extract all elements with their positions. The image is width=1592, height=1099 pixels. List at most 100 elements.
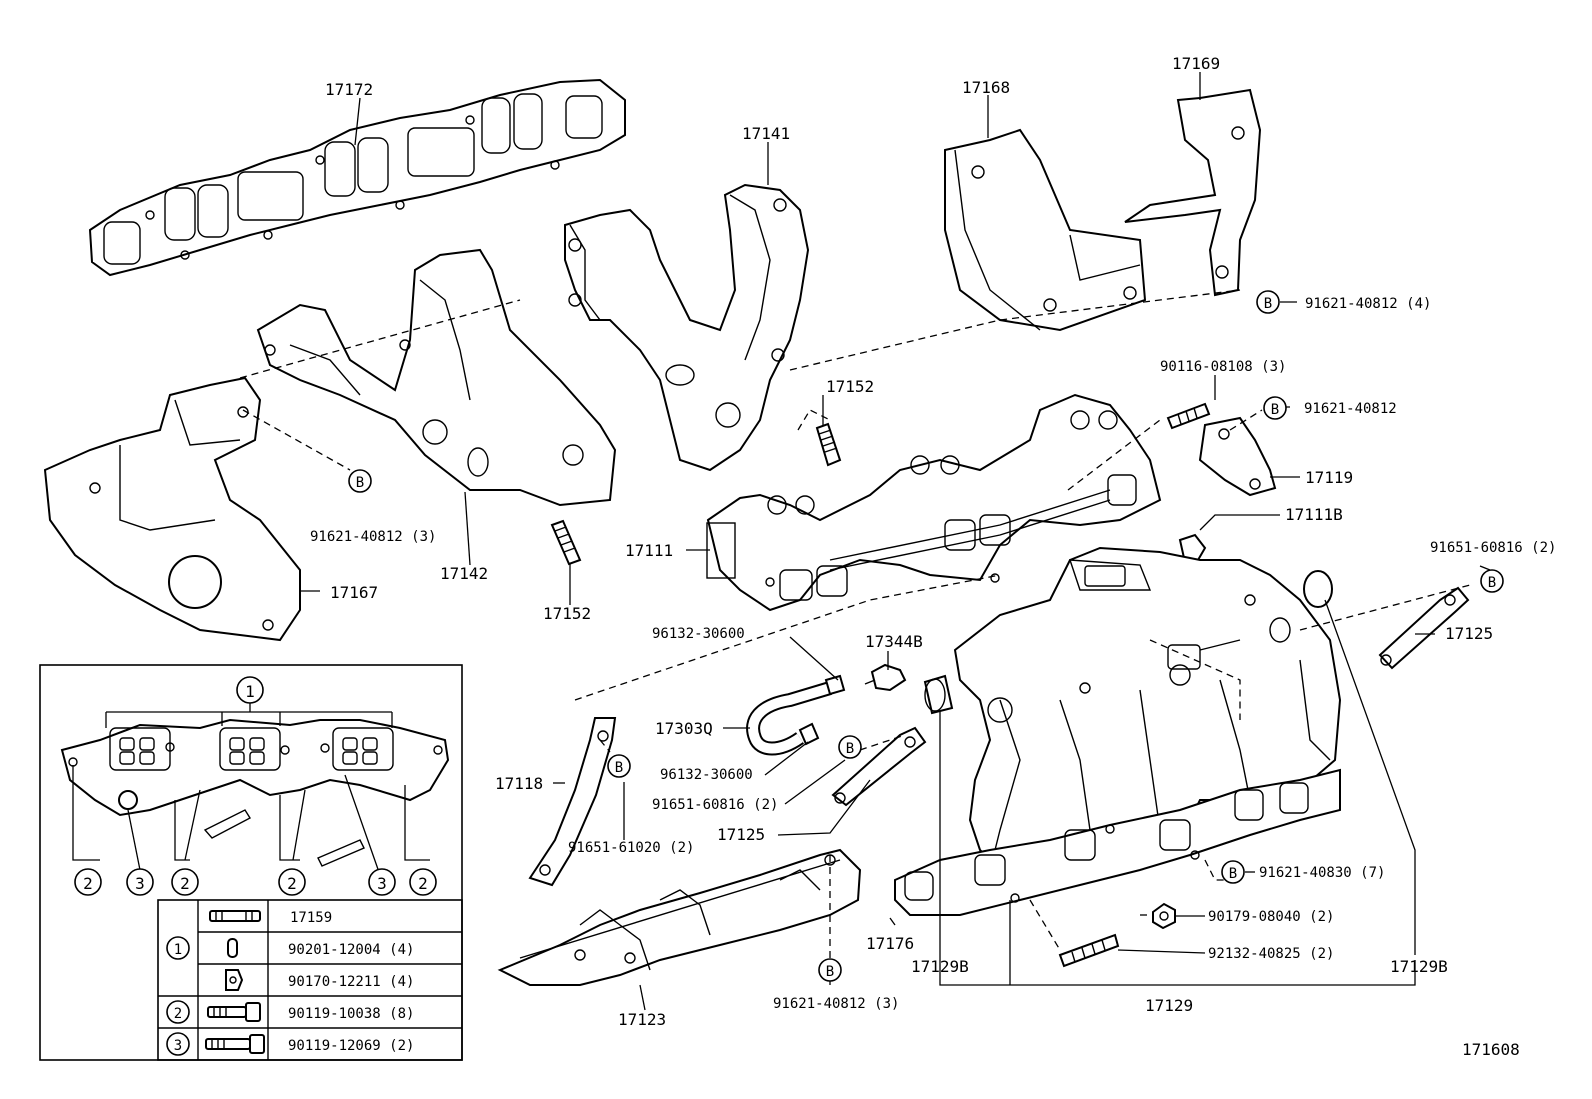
table-group-2-marker: 2 <box>166 1000 190 1024</box>
label-17176: 17176 <box>866 934 914 953</box>
inset-marker-1: 1 <box>236 676 264 704</box>
label-17119: 17119 <box>1305 468 1353 487</box>
table-part: 17159 <box>290 910 332 926</box>
label-17111B: 17111B <box>1285 505 1343 524</box>
label-17125-center: 17125 <box>717 825 765 844</box>
label-91621-40812-3-left: 91621-40812 (3) <box>310 529 436 545</box>
gasket-17172-drawing <box>88 78 626 277</box>
bracket-17119-drawing <box>1198 416 1277 497</box>
label-17152-upper: 17152 <box>826 377 874 396</box>
label-17129B-left: 17129B <box>911 957 969 976</box>
svg-text:3: 3 <box>174 1038 182 1054</box>
callout-b-circle: B <box>348 469 372 493</box>
svg-text:2: 2 <box>180 874 190 893</box>
label-17141: 17141 <box>742 124 790 143</box>
label-17123: 17123 <box>618 1010 666 1029</box>
callout-b-circle: B <box>1256 290 1280 314</box>
stud-icon <box>209 910 261 922</box>
heat-insulator-17168-drawing <box>944 128 1147 332</box>
heat-insulator-17167-drawing <box>43 376 301 642</box>
label-91651-60816-2-center: 91651-60816 (2) <box>652 797 778 813</box>
label-90179-08040-2: 90179-08040 (2) <box>1208 909 1334 925</box>
label-17111: 17111 <box>625 541 673 560</box>
callout-b-circle: B <box>818 958 842 982</box>
diagram-id: 171608 <box>1462 1040 1520 1059</box>
inset-marker-2: 2 <box>409 868 437 896</box>
nut-17111B-drawing <box>1178 533 1207 562</box>
callout-b-circle: B <box>1263 396 1287 420</box>
svg-text:B: B <box>846 741 854 757</box>
label-96132-30600-lower: 96132-30600 <box>660 767 753 783</box>
svg-text:B: B <box>615 760 623 776</box>
bracket-17123-drawing <box>497 848 862 986</box>
table-part: 90119-10038 (8) <box>288 1006 414 1022</box>
leader-lines <box>300 72 1491 1011</box>
label-92132-40825-2: 92132-40825 (2) <box>1208 946 1334 962</box>
bolt-icon <box>207 1002 261 1022</box>
stay-17125-right-drawing <box>1378 586 1470 670</box>
inset-marker-2: 2 <box>171 868 199 896</box>
callout-b-circle: B <box>1221 860 1245 884</box>
bolt-long-icon <box>205 1034 265 1054</box>
label-17168: 17168 <box>962 78 1010 97</box>
label-96132-30600-upper: 96132-30600 <box>652 626 745 642</box>
label-17172: 17172 <box>325 80 373 99</box>
svg-text:B: B <box>1488 575 1496 591</box>
svg-text:B: B <box>1271 402 1279 418</box>
intake-runner-17111-drawing <box>706 393 1162 612</box>
dashed-reference-lines <box>239 289 1471 960</box>
table-part: 90170-12211 (4) <box>288 974 414 990</box>
label-17169: 17169 <box>1172 54 1220 73</box>
label-17129B-right: 17129B <box>1390 957 1448 976</box>
stud-17152-upper-drawing <box>815 422 842 467</box>
hose-17303Q-drawing <box>746 674 846 756</box>
intake-manifold-17129-drawing <box>894 546 1342 916</box>
label-91621-40830-7: 91621-40830 (7) <box>1259 865 1385 881</box>
label-17303Q: 17303Q <box>655 719 713 738</box>
svg-text:B: B <box>356 475 364 491</box>
svg-text:B: B <box>1264 296 1272 312</box>
stay-17118-drawing <box>528 717 617 887</box>
callout-b-circle: B <box>838 735 862 759</box>
callout-b-circle: B <box>607 754 631 778</box>
table-group-1-marker: 1 <box>166 936 190 960</box>
inset-marker-3: 3 <box>126 868 154 896</box>
union-17344B-drawing <box>864 663 907 692</box>
exhaust-manifold-17141-drawing <box>564 183 810 472</box>
inset-marker-3: 3 <box>368 868 396 896</box>
fastener-table: 1 2 3 <box>157 899 463 1061</box>
svg-text:1: 1 <box>245 682 255 701</box>
label-91621-40812: 91621-40812 <box>1304 401 1397 417</box>
table-group-3-marker: 3 <box>166 1032 190 1056</box>
stud-17152-lower-drawing <box>550 519 582 566</box>
table-part: 90119-12069 (2) <box>288 1038 414 1054</box>
label-90116-08108-3: 90116-08108 (3) <box>1160 359 1286 375</box>
callout-b-circle: B <box>1480 569 1504 593</box>
label-91621-40812-3-bottom: 91621-40812 (3) <box>773 996 899 1012</box>
table-part: 90201-12004 (4) <box>288 942 414 958</box>
stud-92132-drawing <box>1058 933 1120 968</box>
part-labels: 17172 17141 17168 17169 17152 17152 1714… <box>325 54 1493 1029</box>
label-17344B: 17344B <box>865 632 923 651</box>
label-91621-40812-4: 91621-40812 (4) <box>1305 296 1431 312</box>
svg-text:2: 2 <box>174 1006 182 1022</box>
callout-b-circles: B B B B B B B B <box>348 290 1504 982</box>
svg-text:1: 1 <box>174 942 182 958</box>
svg-text:B: B <box>826 964 834 980</box>
inset-manifold-drawing <box>60 718 450 867</box>
stud-90116-drawing <box>1166 402 1211 430</box>
svg-text:3: 3 <box>135 874 145 893</box>
svg-text:2: 2 <box>418 874 428 893</box>
nut-90179-drawing <box>1152 902 1176 930</box>
label-17167: 17167 <box>330 583 378 602</box>
svg-text:B: B <box>1229 866 1237 882</box>
label-17142: 17142 <box>440 564 488 583</box>
plug-17129B-drawing <box>923 570 1333 715</box>
fastener-labels: 91621-40812 (4) 90116-08108 (3) 91621-40… <box>310 296 1556 1012</box>
nut-icon <box>225 969 244 991</box>
stay-17125-center-drawing <box>831 726 927 807</box>
inset-panel: 1 2 3 2 2 3 2 <box>39 664 463 1061</box>
label-17129: 17129 <box>1145 996 1193 1015</box>
svg-text:2: 2 <box>287 874 297 893</box>
